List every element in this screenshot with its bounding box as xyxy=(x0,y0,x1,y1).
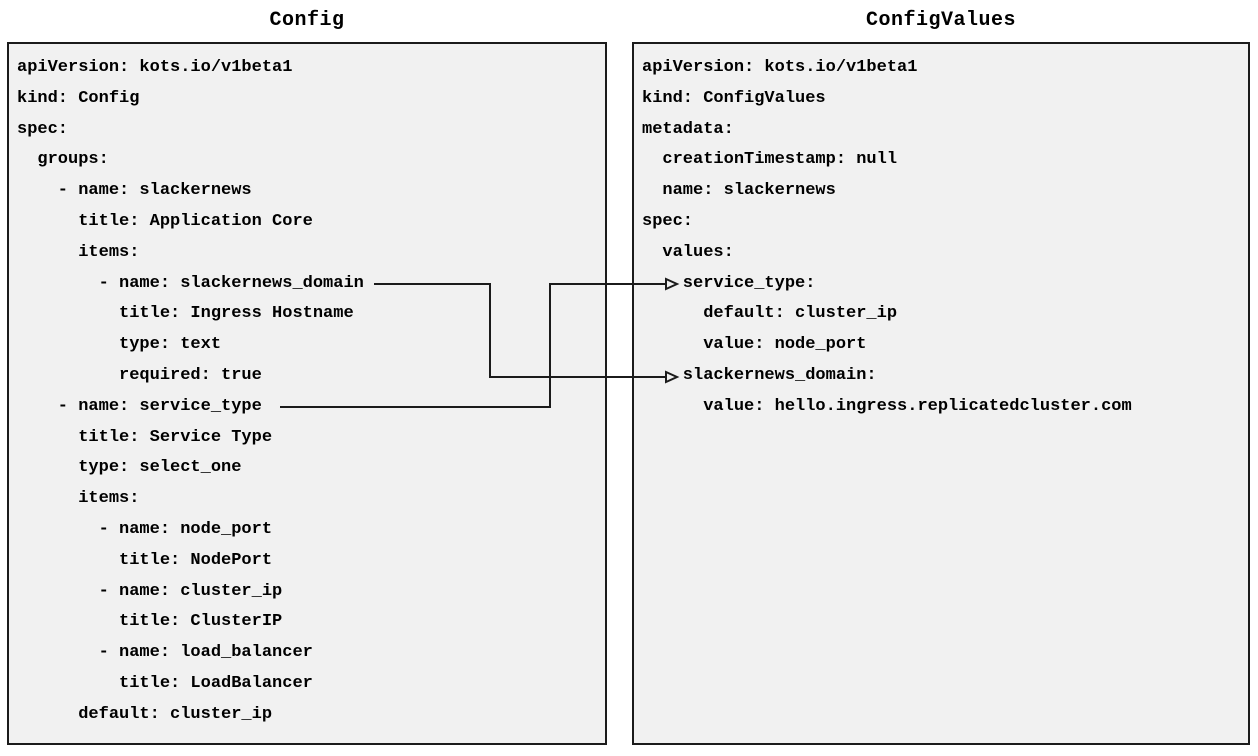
yaml-line: - name: service_type xyxy=(17,396,262,416)
yaml-line: type: select_one xyxy=(17,458,242,478)
yaml-line: value: hello.ingress.replicatedcluster.c… xyxy=(642,396,1132,416)
yaml-line: title: Ingress Hostname xyxy=(17,304,354,324)
yaml-line: spec: xyxy=(642,211,694,231)
config-yaml-panel: apiVersion: kots.io/v1beta1 kind: Config s… xyxy=(7,42,607,745)
yaml-line: service_type: xyxy=(642,273,816,293)
yaml-line: slackernews_domain: xyxy=(642,365,877,385)
configvalues-yaml-panel: apiVersion: kots.io/v1beta1 kind: ConfigV… xyxy=(632,42,1250,745)
yaml-line: title: NodePort xyxy=(17,550,273,570)
config-yaml-lines: apiVersion: kots.io/v1beta1 kind: Config s… xyxy=(17,53,597,731)
yaml-line: - name: cluster_ip xyxy=(17,581,283,601)
yaml-line: - name: slackernews_domain xyxy=(17,273,364,293)
yaml-line: required: true xyxy=(17,365,262,385)
yaml-line: spec: xyxy=(17,119,69,139)
config-panel-title: Config xyxy=(269,9,345,32)
yaml-line: title: Application Core xyxy=(17,211,313,231)
yaml-line: - name: slackernews xyxy=(17,181,252,201)
yaml-line: creationTimestamp: null xyxy=(642,150,898,170)
yaml-line: kind: ConfigValues xyxy=(642,88,826,108)
yaml-line: default: cluster_ip xyxy=(642,304,898,324)
yaml-line: apiVersion: kots.io/v1beta1 xyxy=(642,58,918,77)
yaml-line: type: text xyxy=(17,335,222,355)
yaml-line: apiVersion: kots.io/v1beta1 xyxy=(17,58,293,77)
configvalues-yaml-lines: apiVersion: kots.io/v1beta1 kind: ConfigV… xyxy=(642,53,1240,423)
yaml-line: groups: xyxy=(17,150,109,170)
yaml-line: items: xyxy=(17,489,140,509)
yaml-line: - name: node_port xyxy=(17,519,273,539)
yaml-line: default: cluster_ip xyxy=(17,704,273,724)
yaml-line: metadata: xyxy=(642,119,734,139)
yaml-line: - name: load_balancer xyxy=(17,643,313,663)
yaml-line: kind: Config xyxy=(17,88,140,108)
yaml-line: values: xyxy=(642,242,734,262)
configvalues-panel-title: ConfigValues xyxy=(865,9,1017,32)
yaml-line: title: ClusterIP xyxy=(17,612,283,632)
yaml-line: title: Service Type xyxy=(17,427,273,447)
yaml-line: name: slackernews xyxy=(642,181,836,201)
yaml-line: items: xyxy=(17,242,140,262)
yaml-line: title: LoadBalancer xyxy=(17,673,313,693)
yaml-line: value: node_port xyxy=(642,335,867,355)
